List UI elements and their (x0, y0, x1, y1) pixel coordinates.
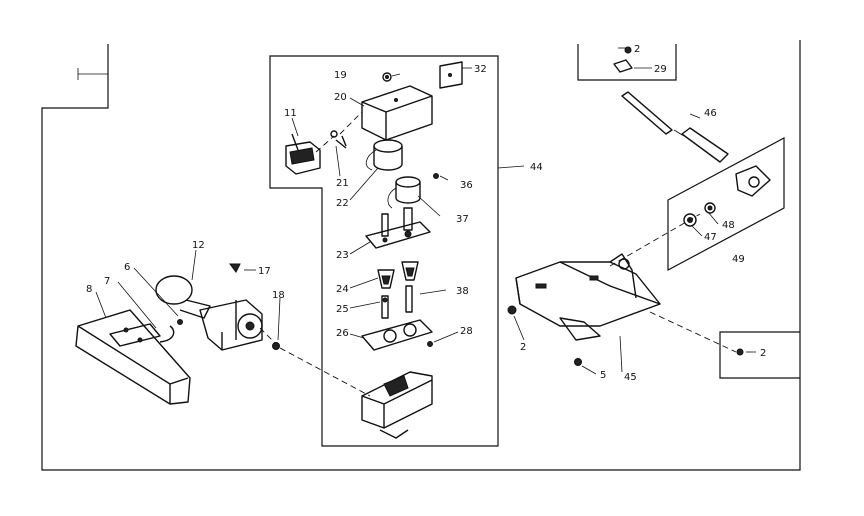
leader-lines (95, 47, 756, 375)
part-5-screw (574, 358, 582, 366)
part-19-nut (382, 72, 392, 82)
label-7: 7 (104, 276, 110, 287)
label-22: 22 (336, 198, 349, 209)
label-17: 17 (258, 266, 271, 277)
part-22-coil (365, 139, 403, 171)
label-47: 47 (704, 232, 717, 243)
part-48-connector (704, 165, 771, 214)
label-11: 11 (284, 108, 297, 119)
label-18: 18 (272, 290, 285, 301)
label-25: 25 (336, 304, 349, 315)
label-37: 37 (456, 214, 469, 225)
label-20: 20 (334, 92, 347, 103)
label-12: 12 (192, 240, 205, 251)
hardware-box-2-29 (577, 44, 677, 81)
label-49: 49 (732, 254, 745, 265)
part-2-screw-a (507, 305, 517, 315)
part-45-bracket (515, 253, 661, 341)
part-18-fitting (272, 342, 280, 350)
alignment-lines (259, 111, 737, 397)
label-6: 6 (124, 262, 130, 273)
part-28-screw (427, 341, 433, 347)
label-48: 48 (722, 220, 735, 231)
label-21: 21 (336, 178, 349, 189)
label-5: 5 (600, 370, 606, 381)
label-44: 44 (530, 162, 543, 173)
label-2-left: 2 (520, 342, 526, 353)
part-12-knob (155, 275, 211, 319)
part-23-plate (365, 207, 431, 249)
label-45: 45 (624, 372, 637, 383)
part-36-screw (433, 173, 439, 179)
label-26: 26 (336, 328, 349, 339)
part-37-coil (387, 176, 421, 209)
label-28: 28 (460, 326, 473, 337)
label-29: 29 (654, 64, 667, 75)
label-24: 24 (336, 284, 349, 295)
part-32-plate (439, 61, 463, 89)
pilot-assembly (199, 299, 263, 351)
part-21-screw (330, 130, 347, 149)
part-26-plate (361, 319, 433, 351)
burner-housing (75, 309, 191, 405)
part-46-tube (621, 91, 729, 163)
part-2-screw-b (736, 348, 744, 356)
label-46: 46 (704, 108, 717, 119)
assembly-box-44 (269, 55, 499, 447)
label-2-right: 2 (760, 348, 766, 359)
assembly-box-49 (667, 136, 785, 272)
part-labels: 2 29 19 32 20 11 21 22 36 37 44 46 48 47… (86, 44, 766, 383)
frame-top-tick (77, 68, 108, 80)
outer-frame (41, 40, 801, 471)
part-25-pin (381, 295, 389, 319)
valve-body (361, 371, 433, 439)
part-11-switch (285, 133, 321, 175)
label-19: 19 (334, 70, 347, 81)
label-32: 32 (474, 64, 487, 75)
part-24-valve (377, 269, 395, 289)
label-36: 36 (460, 180, 473, 191)
label-8: 8 (86, 284, 92, 295)
part-29-clip (613, 46, 633, 73)
part-17-screw (229, 263, 241, 273)
label-2-top: 2 (634, 44, 640, 55)
part-38-valve (401, 261, 419, 313)
part-20-bracket (361, 85, 433, 141)
label-23: 23 (336, 250, 349, 261)
part-6-screw (177, 319, 183, 325)
label-38: 38 (456, 286, 469, 297)
